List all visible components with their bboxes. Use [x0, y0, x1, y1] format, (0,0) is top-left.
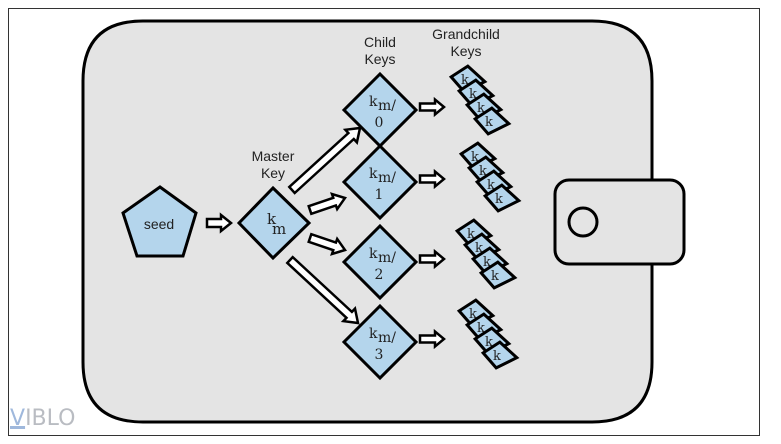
- child-key-index: 1: [375, 187, 384, 203]
- grandchild-key-label: k: [469, 307, 477, 322]
- grandchild-key-label: k: [461, 73, 469, 88]
- grandchild-key-label: k: [477, 101, 485, 116]
- watermark-logo: VIBLO: [10, 406, 75, 431]
- diamond-icon: [341, 303, 419, 381]
- master-heading-line1: Master: [252, 148, 295, 164]
- diamond-icon: [472, 106, 512, 136]
- master-heading-line2: Key: [261, 165, 285, 181]
- grandchild-key: k: [472, 106, 512, 136]
- grandchild-key-label: k: [475, 241, 483, 256]
- child-key-sub: m/: [378, 170, 396, 186]
- grandchild-key-label: k: [485, 335, 493, 350]
- pentagon-icon: [121, 185, 198, 258]
- child-key-sub: m/: [378, 98, 396, 114]
- diamond-icon: [482, 183, 522, 213]
- diamond-icon: [341, 143, 419, 221]
- arrow-right-icon: [307, 192, 348, 216]
- master-to-children-arrows: [285, 126, 362, 325]
- child-key-index: 2: [375, 267, 384, 283]
- child-key-sub: m/: [378, 250, 396, 266]
- child-heading-line2: Keys: [364, 51, 395, 67]
- master-key-node: Master Key k m: [236, 148, 312, 261]
- child-key-index: 0: [375, 115, 384, 131]
- child-to-grandchild-arrows: [418, 96, 446, 350]
- grandchild-key-label: k: [477, 321, 485, 336]
- child-key-base: k: [369, 166, 378, 182]
- grandchild-heading-line2: Keys: [450, 43, 481, 59]
- watermark-first-letter: V: [10, 406, 26, 431]
- arrow-right-icon: [418, 328, 446, 350]
- arrow-right-icon: [307, 232, 348, 256]
- grandchild-key: k: [478, 260, 518, 290]
- wallet-icon: [81, 19, 654, 424]
- child-heading-line1: Child: [364, 34, 396, 50]
- child-key-base: k: [369, 246, 378, 262]
- diamond-icon: [478, 260, 518, 290]
- arrow-right-icon: [205, 212, 234, 234]
- seed-node: seed: [121, 185, 198, 258]
- diamond-icon: [480, 340, 520, 370]
- grandchild-key-label: k: [493, 349, 501, 364]
- child-key-index: 3: [375, 347, 384, 363]
- grandchild-key-label: k: [471, 150, 479, 165]
- clasp-button-icon: [567, 206, 599, 238]
- grandchild-key-label: k: [487, 178, 495, 193]
- grandchild-key-label: k: [479, 164, 487, 179]
- arrow-right-icon: [287, 126, 362, 195]
- diamond-icon: [341, 223, 419, 301]
- grandchild-key-label: k: [483, 255, 491, 270]
- master-key-sub: m: [272, 220, 286, 238]
- wallet-clasp-icon: [553, 178, 686, 266]
- child-key-base: k: [369, 94, 378, 110]
- watermark-rest: IBLO: [25, 406, 76, 431]
- arrow-right-icon: [418, 168, 446, 190]
- arrow-right-icon: [285, 255, 360, 325]
- seed-label: seed: [144, 216, 174, 232]
- arrow-right-icon: [418, 96, 446, 118]
- child-key-sub: m/: [378, 330, 396, 346]
- grandchild-key: k: [480, 340, 520, 370]
- grandchild-key-label: k: [469, 87, 477, 102]
- grandchild-key-label: k: [467, 227, 475, 242]
- diamond-icon: [236, 185, 312, 261]
- child-key-base: k: [369, 326, 378, 342]
- grandchild-key-label: k: [495, 192, 503, 207]
- grandchild-heading-line1: Grandchild: [432, 26, 500, 42]
- arrow-right-icon: [205, 212, 234, 234]
- master-key-base: k: [267, 210, 277, 228]
- grandchild-key-label: k: [485, 115, 493, 130]
- arrow-right-icon: [418, 248, 446, 270]
- grandchild-key: k: [482, 183, 522, 213]
- grandchild-key-label: k: [491, 269, 499, 284]
